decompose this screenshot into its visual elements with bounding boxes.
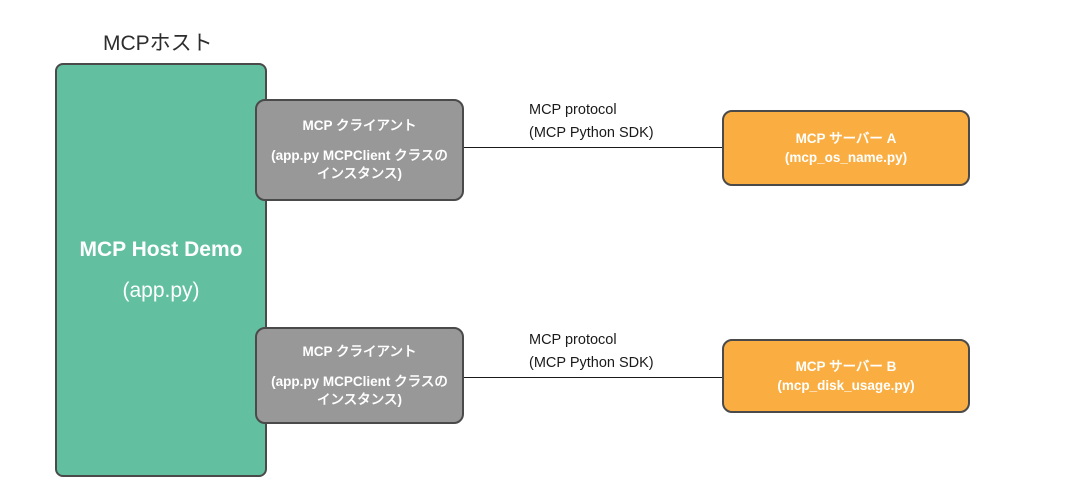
server-box-b: MCP サーバー B (mcp_disk_usage.py) bbox=[722, 339, 970, 413]
client-2-subtitle-line-1: (app.py MCPClient クラスの bbox=[271, 373, 448, 389]
server-box-a: MCP サーバー A (mcp_os_name.py) bbox=[722, 110, 970, 186]
connector-label-2: MCP protocol (MCP Python SDK) bbox=[529, 329, 654, 375]
host-group-label: MCPホスト bbox=[103, 32, 213, 55]
client-2-subtitle: (app.py MCPClient クラスの インスタンス) bbox=[271, 373, 448, 409]
host-box: MCP Host Demo (app.py) bbox=[55, 63, 267, 477]
connector-1-label-line-1: MCP protocol bbox=[529, 102, 617, 118]
client-2-title: MCP クライアント bbox=[302, 343, 417, 359]
host-subtitle: (app.py) bbox=[122, 279, 200, 302]
server-b-subtitle: (mcp_disk_usage.py) bbox=[777, 377, 915, 393]
server-b-title: MCP サーバー B bbox=[795, 358, 897, 374]
connector-1-label-line-2: (MCP Python SDK) bbox=[529, 125, 654, 141]
connector-line-1 bbox=[464, 147, 722, 148]
host-title: MCP Host Demo bbox=[79, 237, 243, 261]
server-a-title: MCP サーバー A bbox=[795, 130, 897, 146]
client-1-subtitle-line-2: インスタンス) bbox=[317, 166, 402, 181]
client-1-subtitle-line-1: (app.py MCPClient クラスの bbox=[271, 148, 448, 163]
server-a-subtitle: (mcp_os_name.py) bbox=[784, 149, 908, 165]
client-1-subtitle: (app.py MCPClient クラスの インスタンス) bbox=[271, 147, 448, 183]
client-2-subtitle-line-2: インスタンス) bbox=[317, 391, 402, 407]
client-1-title: MCP クライアント bbox=[302, 118, 417, 133]
connector-2-label-line-1: MCP protocol bbox=[529, 332, 617, 348]
connector-2-label-line-2: (MCP Python SDK) bbox=[529, 355, 654, 371]
connector-line-2 bbox=[464, 377, 722, 378]
connector-label-1: MCP protocol (MCP Python SDK) bbox=[529, 99, 654, 145]
client-box-1: MCP クライアント (app.py MCPClient クラスの インスタンス… bbox=[255, 99, 464, 201]
client-box-2: MCP クライアント (app.py MCPClient クラスの インスタンス… bbox=[255, 327, 464, 424]
